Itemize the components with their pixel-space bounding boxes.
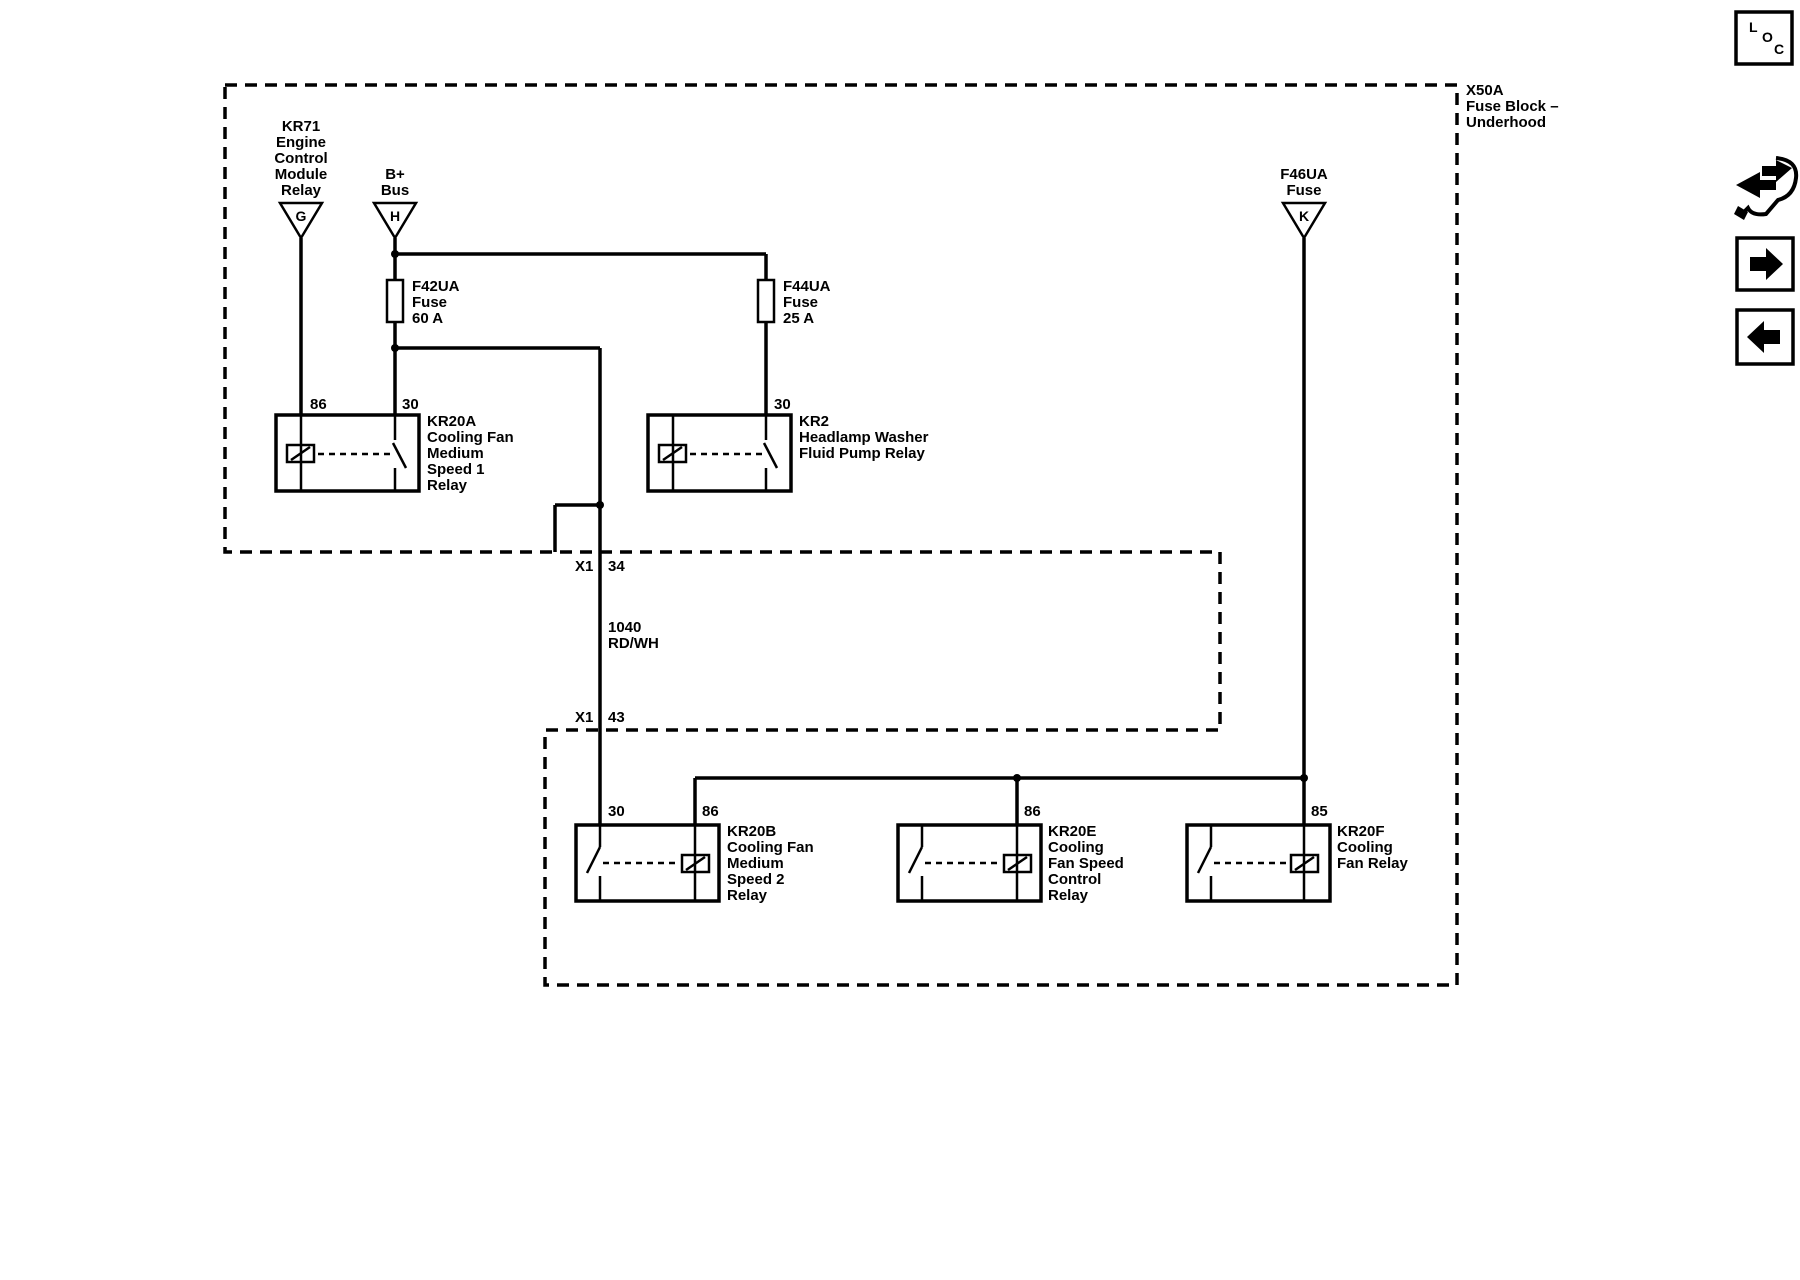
- svg-text:Headlamp Washer: Headlamp Washer: [799, 429, 929, 446]
- svg-text:60 A: 60 A: [412, 310, 443, 327]
- svg-text:KR20A: KR20A: [427, 413, 476, 430]
- relay-kr20a: 86 30 KR20A Cooling Fan Medium Speed 1 R…: [274, 396, 514, 494]
- svg-text:X50A: X50A: [1466, 82, 1504, 99]
- svg-text:Fan Relay: Fan Relay: [1337, 855, 1409, 872]
- svg-text:86: 86: [702, 803, 719, 820]
- svg-text:KR2: KR2: [799, 413, 829, 430]
- terminal-triangle: [1280, 201, 1328, 241]
- svg-text:Fuse: Fuse: [1286, 182, 1321, 199]
- svg-text:Cooling Fan: Cooling Fan: [427, 429, 514, 446]
- svg-text:L: L: [1749, 19, 1758, 35]
- svg-text:RD/WH: RD/WH: [608, 635, 659, 652]
- svg-text:Module: Module: [275, 166, 328, 183]
- svg-text:G: G: [296, 208, 307, 224]
- svg-text:Underhood: Underhood: [1466, 114, 1546, 131]
- relay-kr20e: 86 KR20E Cooling Fan Speed Control Relay: [896, 803, 1124, 904]
- svg-text:KR20B: KR20B: [727, 823, 776, 840]
- svg-text:34: 34: [608, 558, 625, 575]
- svg-text:F42UA: F42UA: [412, 278, 460, 295]
- svg-text:85: 85: [1311, 803, 1328, 820]
- terminal-triangle: [371, 201, 419, 241]
- svg-text:Medium: Medium: [427, 445, 484, 462]
- fuse-f42ua: F42UA Fuse 60 A: [385, 278, 460, 327]
- arrow-left-icon[interactable]: [1735, 308, 1795, 366]
- svg-text:Relay: Relay: [281, 182, 322, 199]
- svg-text:Control: Control: [274, 150, 327, 167]
- svg-text:86: 86: [1024, 803, 1041, 820]
- svg-text:KR20F: KR20F: [1337, 823, 1385, 840]
- loc-button[interactable]: L O C: [1734, 10, 1794, 66]
- svg-text:X1: X1: [575, 709, 593, 726]
- fuse-block-label: X50A Fuse Block – Underhood: [1466, 82, 1559, 131]
- svg-text:Relay: Relay: [727, 887, 768, 904]
- svg-text:Fuse: Fuse: [412, 294, 447, 311]
- svg-text:Cooling Fan: Cooling Fan: [727, 839, 814, 856]
- svg-text:Medium: Medium: [727, 855, 784, 872]
- svg-text:Cooling: Cooling: [1337, 839, 1393, 856]
- relay-kr20b: 30 86 KR20B Cooling Fan Medium Speed 2 R…: [574, 803, 814, 904]
- svg-text:30: 30: [608, 803, 625, 820]
- svg-text:X1: X1: [575, 558, 593, 575]
- svg-text:Bus: Bus: [381, 182, 409, 199]
- svg-text:C: C: [1774, 41, 1784, 57]
- svg-text:KR71: KR71: [282, 118, 320, 135]
- svg-text:Relay: Relay: [427, 477, 468, 494]
- tools-icon[interactable]: [1734, 156, 1799, 220]
- svg-text:Relay: Relay: [1048, 887, 1089, 904]
- svg-text:30: 30: [402, 396, 419, 413]
- source-bplus-bus: B+ Bus H: [371, 166, 419, 241]
- fuse-f44ua: F44UA Fuse 25 A: [756, 278, 831, 327]
- svg-text:Speed 1: Speed 1: [427, 461, 485, 478]
- svg-text:86: 86: [310, 396, 327, 413]
- svg-text:H: H: [390, 208, 400, 224]
- connector-x1-43: X1 43: [575, 709, 625, 726]
- svg-text:Fuse Block –: Fuse Block –: [1466, 98, 1559, 115]
- svg-text:25 A: 25 A: [783, 310, 814, 327]
- wire-1040-label: 1040 RD/WH: [608, 619, 659, 652]
- svg-text:Fuse: Fuse: [783, 294, 818, 311]
- svg-text:Speed 2: Speed 2: [727, 871, 785, 888]
- terminal-triangle: [277, 201, 325, 241]
- wires-upper: [299, 238, 1308, 825]
- svg-text:F46UA: F46UA: [1280, 166, 1328, 183]
- svg-text:Cooling: Cooling: [1048, 839, 1104, 856]
- source-f46ua-fuse: F46UA Fuse K: [1280, 166, 1328, 241]
- svg-text:KR20E: KR20E: [1048, 823, 1096, 840]
- svg-text:Engine: Engine: [276, 134, 326, 151]
- relay-kr20f: 85 KR20F Cooling Fan Relay: [1185, 803, 1409, 903]
- connector-x1-34: X1 34: [575, 558, 625, 575]
- svg-text:K: K: [1299, 208, 1309, 224]
- svg-text:1040: 1040: [608, 619, 641, 636]
- svg-text:43: 43: [608, 709, 625, 726]
- svg-text:Fluid Pump Relay: Fluid Pump Relay: [799, 445, 926, 462]
- svg-text:B+: B+: [385, 166, 405, 183]
- svg-text:F44UA: F44UA: [783, 278, 831, 295]
- fuse-block-outline-upper: [223, 83, 1459, 987]
- svg-text:30: 30: [774, 396, 791, 413]
- source-ecm-relay: KR71 Engine Control Module Relay G: [274, 118, 328, 241]
- svg-text:O: O: [1762, 29, 1773, 45]
- relay-kr2: 30 KR2 Headlamp Washer Fluid Pump Relay: [646, 396, 929, 493]
- arrow-right-icon[interactable]: [1735, 236, 1795, 292]
- svg-text:Fan Speed: Fan Speed: [1048, 855, 1124, 872]
- svg-text:Control: Control: [1048, 871, 1101, 888]
